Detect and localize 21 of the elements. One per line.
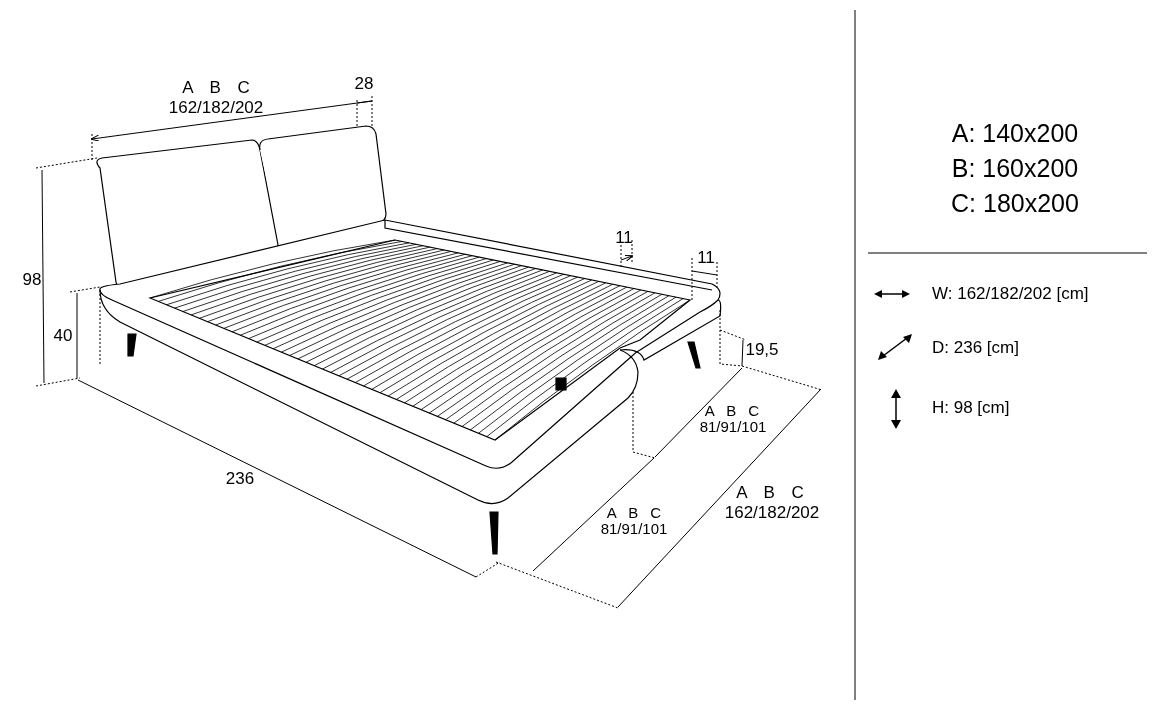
dimension-label: A B C — [606, 504, 662, 521]
dimension-label: A B C — [704, 402, 760, 419]
size-option-text: A: 140x200 — [951, 118, 1079, 148]
legend-text: H: 98 [cm] — [932, 398, 1010, 418]
dimension-label: 11 — [615, 228, 633, 248]
dimension-label: 162/182/202 — [168, 98, 264, 118]
dimension-label: A B C — [182, 78, 250, 98]
dimension-label: 81/91/101 — [699, 418, 767, 435]
dimension-label: 162/182/202 — [724, 503, 820, 523]
size-option-text: C: 180x200 — [951, 188, 1079, 218]
dimension-label: 19,5 — [745, 340, 779, 360]
legend-text: D: 236 [cm] — [932, 338, 1019, 358]
dimension-label: 81/91/101 — [600, 520, 668, 537]
dimension-label: 11 — [697, 248, 715, 268]
size-option-text: B: 160x200 — [951, 153, 1079, 183]
dimension-label: 236 — [225, 469, 255, 489]
dimension-label: 98 — [22, 270, 42, 290]
dimension-label: 40 — [53, 326, 73, 346]
dimension-label: 28 — [354, 74, 374, 94]
legend-text: W: 162/182/202 [cm] — [932, 284, 1089, 304]
dimension-label: A B C — [736, 483, 804, 503]
